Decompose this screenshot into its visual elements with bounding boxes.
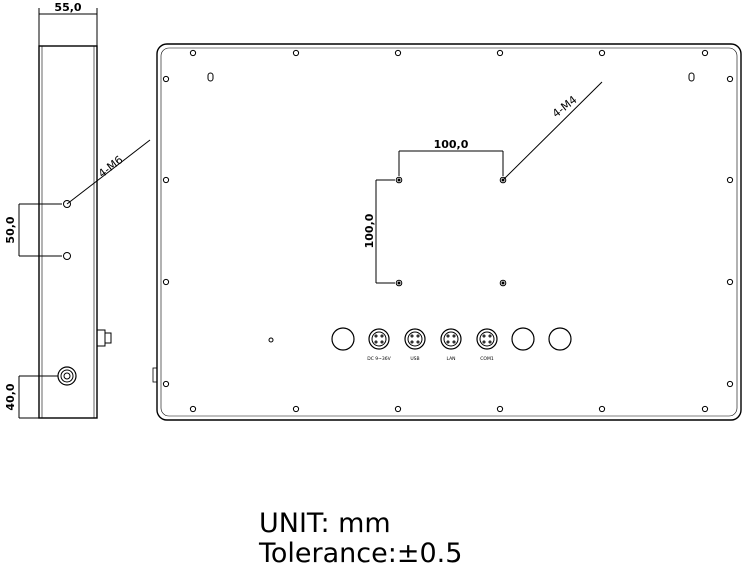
blank-port-1 xyxy=(331,327,355,351)
side-offset-dim: 40,0 xyxy=(4,383,17,410)
blank-port-2 xyxy=(511,327,535,351)
connector-dc xyxy=(368,328,390,350)
front-view xyxy=(152,43,742,421)
tolerance-note: Tolerance:±0.5 xyxy=(258,538,462,567)
unit-note: UNIT: mm xyxy=(259,508,391,539)
vesa-holes xyxy=(395,176,507,287)
m6-hole xyxy=(63,200,71,208)
connector-label-com1: COM1 xyxy=(480,356,494,362)
connector-com1 xyxy=(476,328,498,350)
connector-label-dc: DC 9~36V xyxy=(367,356,391,362)
m6-hole xyxy=(63,252,71,260)
connector-label-lan: LAN xyxy=(446,356,455,362)
side-view xyxy=(18,8,151,419)
m4-thread-callout: 4-M4 xyxy=(550,93,580,120)
m6-thread-callout: 4-M6 xyxy=(96,153,126,180)
perimeter-screws xyxy=(162,49,734,413)
side-width-dim: 55,0 xyxy=(54,1,81,14)
connector-usb xyxy=(404,328,426,350)
vesa-horizontal-dim: 100,0 xyxy=(434,138,469,151)
connector-label-usb: USB xyxy=(410,356,419,362)
vesa-vertical-dim: 100,0 xyxy=(363,213,376,248)
blank-port-3 xyxy=(548,327,572,351)
side-spacing-dim: 50,0 xyxy=(4,216,17,243)
connector-lan xyxy=(440,328,462,350)
